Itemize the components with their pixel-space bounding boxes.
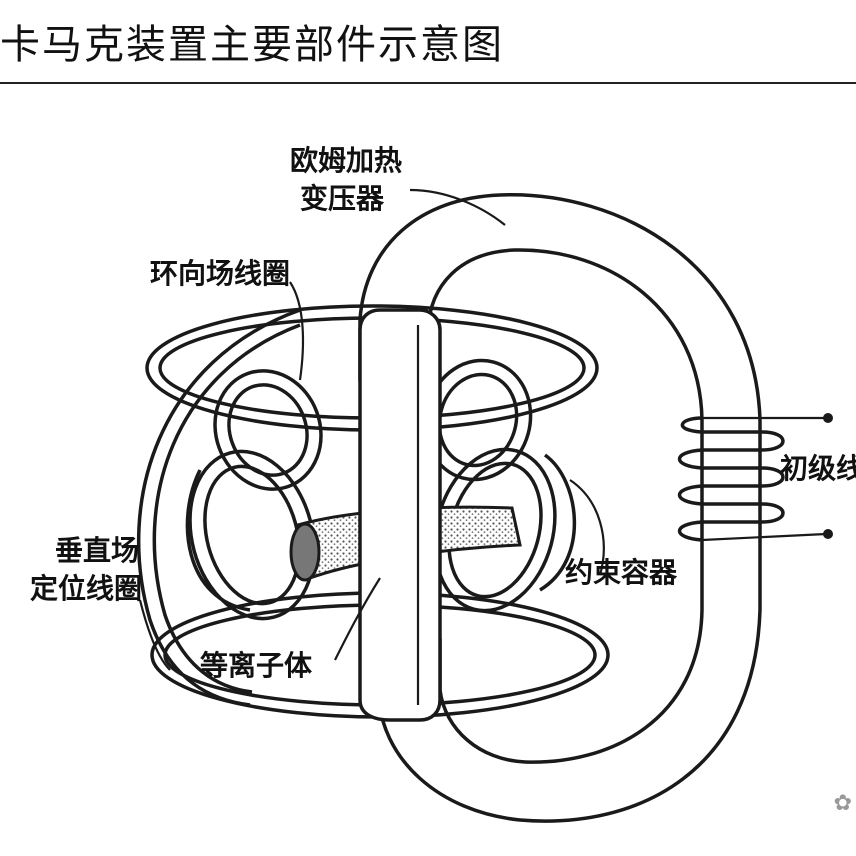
label-vessel: 约束容器 (565, 556, 678, 589)
label-vertical-line1: 垂直场 (55, 534, 139, 567)
page-title: 卡马克装置主要部件示意图 (0, 22, 504, 68)
plasma-leader (334, 577, 381, 661)
primary-lead-bottom (701, 532, 827, 542)
label-vertical-line2: 定位线圈 (30, 572, 142, 605)
wechat-icon: ✿ (833, 791, 852, 816)
label-plasma: 等离子体 (200, 649, 313, 682)
vessel-leader (569, 479, 605, 576)
leader-lines (138, 188, 605, 671)
title-divider (0, 82, 856, 84)
transformer-core (358, 193, 762, 823)
label-ohmic-line2: 变压器 (300, 182, 385, 215)
terminal-dot-top (823, 413, 833, 423)
transformer-front-leg (358, 308, 442, 722)
vertical-coil-leader (138, 599, 171, 671)
label-ohmic-line1: 欧姆加热 (290, 144, 402, 177)
primary-winding (678, 413, 833, 542)
label-primary: 初级线 (780, 452, 856, 485)
vertical-field-coil (137, 308, 301, 707)
confinement-vessel (185, 453, 577, 612)
toroidal-coil-leader (289, 281, 305, 381)
ohmic-leader (409, 188, 506, 226)
terminal-dot-bottom (823, 529, 833, 539)
label-toroidal-coil: 环向场线圈 (150, 257, 290, 290)
